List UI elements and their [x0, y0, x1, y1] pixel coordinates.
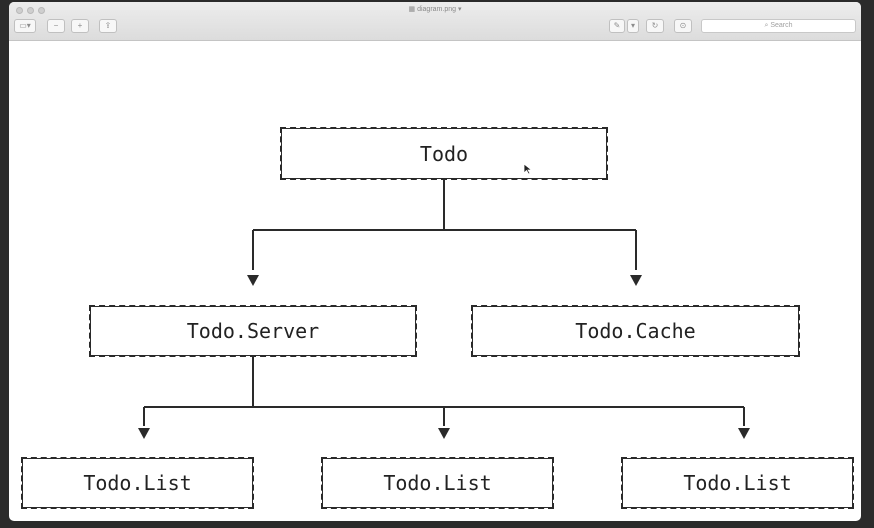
zoom-window-button[interactable]	[38, 7, 45, 14]
annotate-button[interactable]: ⊙	[674, 19, 692, 33]
window-title: ▦ diagram.png ▾	[408, 6, 462, 13]
share-icon: ⇪	[104, 21, 112, 30]
share-button[interactable]: ⇪	[99, 19, 117, 33]
minimize-window-button[interactable]	[27, 7, 34, 14]
node-todo: Todo	[280, 127, 608, 180]
title-bar: ▦ diagram.png ▾ ▭▾ − + ⇪ ✎ ▾ ↻ ⊙ ⌕ Searc…	[9, 2, 861, 41]
markup-button[interactable]: ✎	[609, 19, 625, 33]
arrow-down-icon	[138, 428, 150, 439]
arrow-down-icon	[630, 275, 642, 286]
rotate-icon: ↻	[651, 21, 659, 30]
document-icon: ▦	[408, 6, 416, 13]
close-window-button[interactable]	[16, 7, 23, 14]
node-todo-server: Todo.Server	[89, 305, 417, 357]
markup-menu-button[interactable]: ▾	[627, 19, 639, 33]
chevron-down-icon[interactable]: ▾	[457, 6, 462, 13]
preview-window: ▦ diagram.png ▾ ▭▾ − + ⇪ ✎ ▾ ↻ ⊙ ⌕ Searc…	[9, 2, 861, 521]
search-icon: ⌕	[764, 22, 769, 29]
node-todo-cache: Todo.Cache	[471, 305, 800, 357]
node-todo-list: Todo.List	[621, 457, 854, 509]
rotate-button[interactable]: ↻	[646, 19, 664, 33]
node-todo-list: Todo.List	[321, 457, 554, 509]
zoom-out-icon: −	[53, 21, 59, 30]
server-connector	[143, 357, 745, 426]
arrow-down-icon	[247, 275, 259, 286]
node-todo-list: Todo.List	[21, 457, 254, 509]
zoom-in-button[interactable]: +	[71, 19, 89, 33]
chevron-down-icon: ▾	[630, 21, 635, 30]
arrow-down-icon	[738, 428, 750, 439]
search-input[interactable]: ⌕ Search	[701, 19, 856, 33]
sidebar-toggle-button[interactable]: ▭▾	[14, 19, 36, 33]
zoom-in-icon: +	[77, 21, 83, 30]
annotate-icon: ⊙	[679, 21, 687, 30]
arrow-down-icon	[438, 428, 450, 439]
root-connector	[252, 180, 637, 270]
mouse-cursor-icon	[523, 163, 533, 175]
zoom-out-button[interactable]: −	[47, 19, 65, 33]
pen-icon: ✎	[613, 21, 621, 30]
